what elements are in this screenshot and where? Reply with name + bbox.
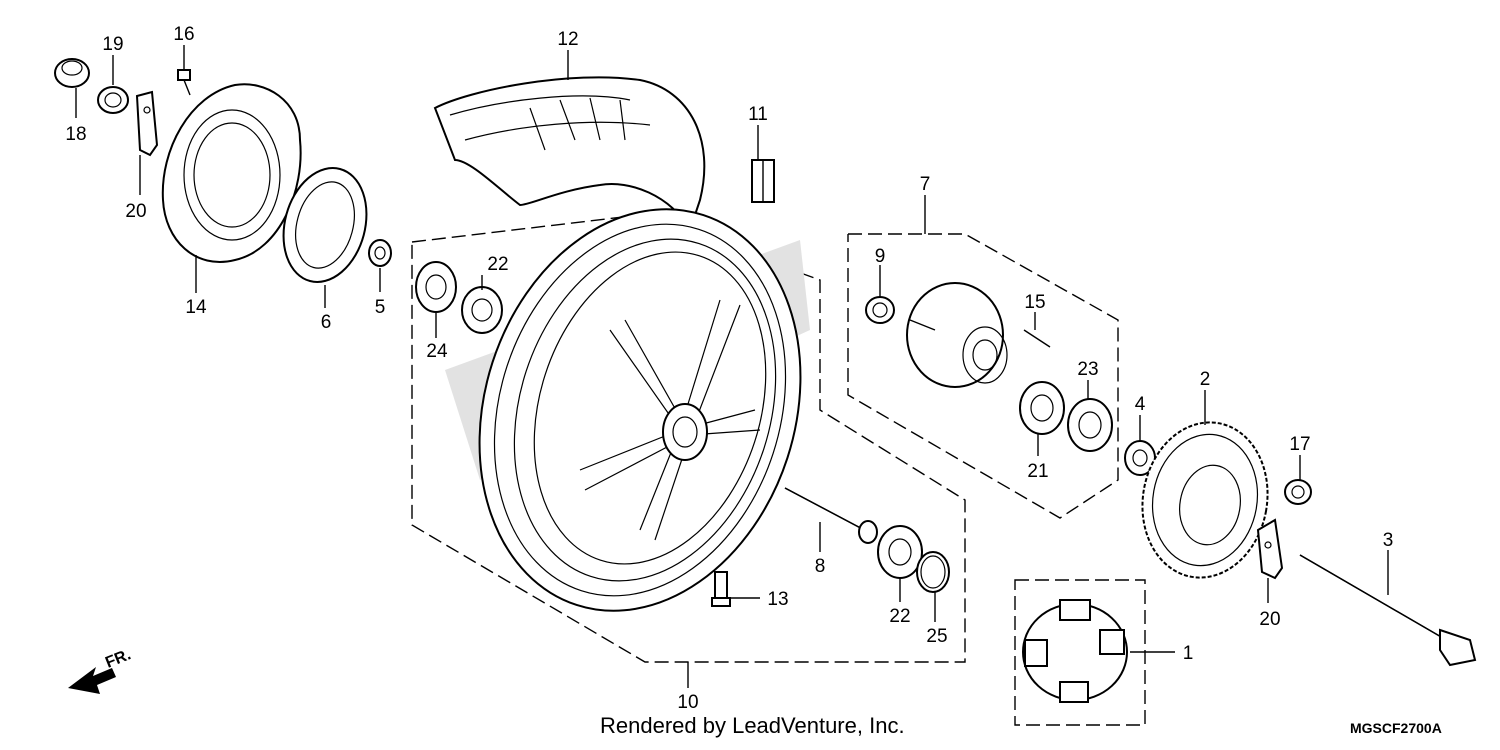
label-13: 13 — [767, 589, 788, 610]
stud-bolt — [1023, 329, 1051, 348]
driven-sprocket — [1141, 421, 1269, 579]
tire — [433, 76, 706, 233]
label-1: 1 — [1183, 643, 1194, 664]
bearing-22-top — [461, 286, 503, 334]
label-5: 5 — [375, 297, 386, 318]
label-22-bottom: 22 — [889, 606, 910, 627]
collar — [97, 86, 129, 114]
front-arrow-icon — [68, 667, 116, 694]
label-9: 9 — [875, 246, 886, 267]
bearing-24 — [415, 261, 457, 313]
label-7: 7 — [920, 174, 931, 195]
label-20-left: 20 — [125, 201, 146, 222]
disc-bolt — [177, 69, 191, 96]
render-credit: Rendered by LeadVenture, Inc. — [600, 713, 905, 738]
label-14: 14 — [185, 297, 207, 318]
front-label: FR. — [103, 646, 133, 671]
label-20-right: 20 — [1259, 609, 1280, 630]
hub-group-outline — [847, 233, 1119, 519]
label-17: 17 — [1289, 434, 1310, 455]
wheel-damper — [1022, 599, 1128, 703]
label-24: 24 — [426, 341, 448, 362]
bearing-22-bottom — [877, 525, 923, 579]
bracket-right — [1256, 518, 1284, 580]
final-driven-flange — [906, 282, 1008, 388]
part-labels: 18 19 16 20 14 6 5 24 22 12 11 7 9 15 23… — [65, 24, 1393, 713]
label-23: 23 — [1077, 359, 1098, 380]
label-8: 8 — [815, 556, 826, 577]
label-3: 3 — [1383, 530, 1394, 551]
dust-seal — [916, 551, 950, 593]
rear-axle — [1299, 554, 1477, 667]
brake-disc — [161, 83, 302, 263]
leader-lines — [75, 45, 1389, 688]
label-21: 21 — [1027, 461, 1048, 482]
label-4: 4 — [1135, 394, 1146, 415]
diagram-code: MGSCF2700A — [1350, 720, 1442, 736]
label-18: 18 — [65, 124, 86, 145]
label-19: 19 — [102, 34, 123, 55]
label-2: 2 — [1200, 369, 1211, 390]
label-6: 6 — [321, 312, 332, 333]
label-22-top: 22 — [487, 254, 508, 275]
label-16: 16 — [173, 24, 194, 45]
cap-nut — [54, 58, 90, 88]
tire-valve — [711, 571, 731, 607]
wheel — [445, 208, 810, 612]
label-15: 15 — [1024, 292, 1045, 313]
label-12: 12 — [557, 29, 578, 50]
balance-weight — [751, 159, 775, 203]
distance-collar — [784, 487, 878, 544]
bearing-21 — [1019, 381, 1065, 435]
bearing-23 — [1067, 398, 1113, 452]
sprocket-nut — [1284, 479, 1312, 505]
hub-collar — [865, 296, 895, 324]
label-11: 11 — [748, 104, 768, 125]
side-collar — [368, 239, 392, 267]
label-10: 10 — [677, 692, 698, 713]
bracket-left — [135, 90, 159, 157]
label-25: 25 — [926, 626, 947, 647]
front-direction-marker: FR. — [68, 646, 133, 694]
dust-seal-plate — [282, 167, 368, 283]
